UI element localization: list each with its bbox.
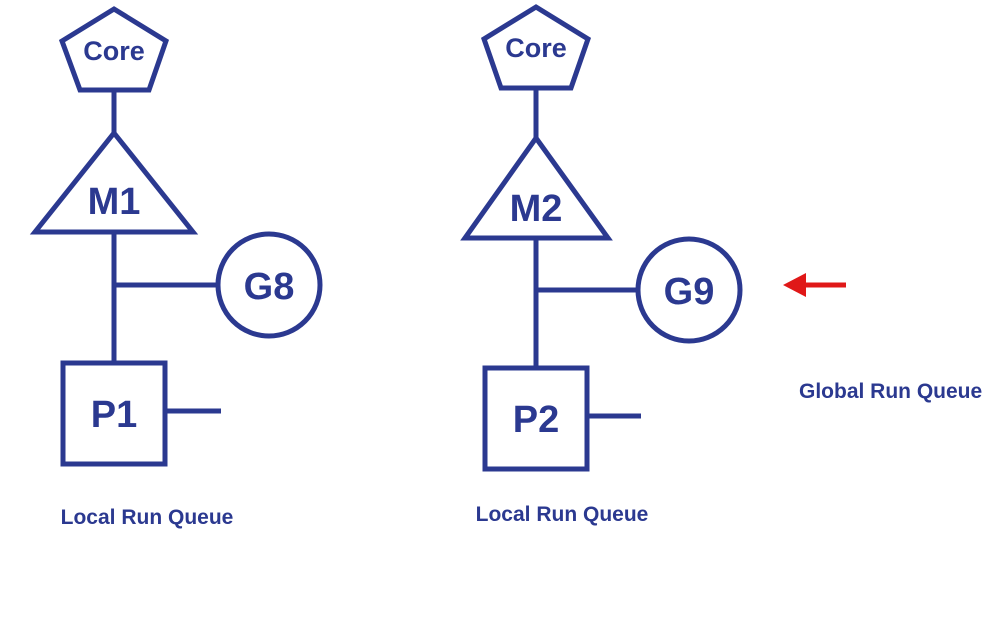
- right-core-pentagon: [480, 4, 592, 91]
- right-local-queue-label: Local Run Queue: [476, 503, 649, 526]
- left-core-pentagon: [58, 6, 170, 93]
- left-processor-square: [60, 360, 168, 467]
- right-processor-square: [482, 365, 590, 472]
- global-run-queue-label: Global Run Queue: [799, 380, 982, 403]
- left-processor-label: P1: [91, 394, 137, 436]
- left-core-label: Core: [83, 36, 145, 66]
- right-tree: [460, 4, 743, 472]
- left-goroutine-circle: [215, 231, 323, 339]
- left-local-queue-label: Local Run Queue: [61, 506, 234, 529]
- right-machine-label: M2: [510, 188, 563, 230]
- left-goroutine-label: G8: [244, 266, 295, 308]
- left-arrow-icon: [783, 273, 846, 297]
- right-processor-label: P2: [513, 399, 559, 441]
- right-tree-labels: Core M2 G9 P2 Local Run Queue: [476, 33, 715, 526]
- left-tree-labels: Core M1 G8 P1 Local Run Queue: [61, 36, 295, 529]
- right-core-label: Core: [505, 33, 567, 63]
- right-goroutine-circle: [635, 236, 743, 344]
- left-machine-label: M1: [88, 181, 141, 223]
- right-machine-triangle: [460, 133, 613, 241]
- left-tree: [29, 6, 323, 467]
- left-machine-triangle: [29, 128, 199, 235]
- right-goroutine-label: G9: [664, 271, 715, 313]
